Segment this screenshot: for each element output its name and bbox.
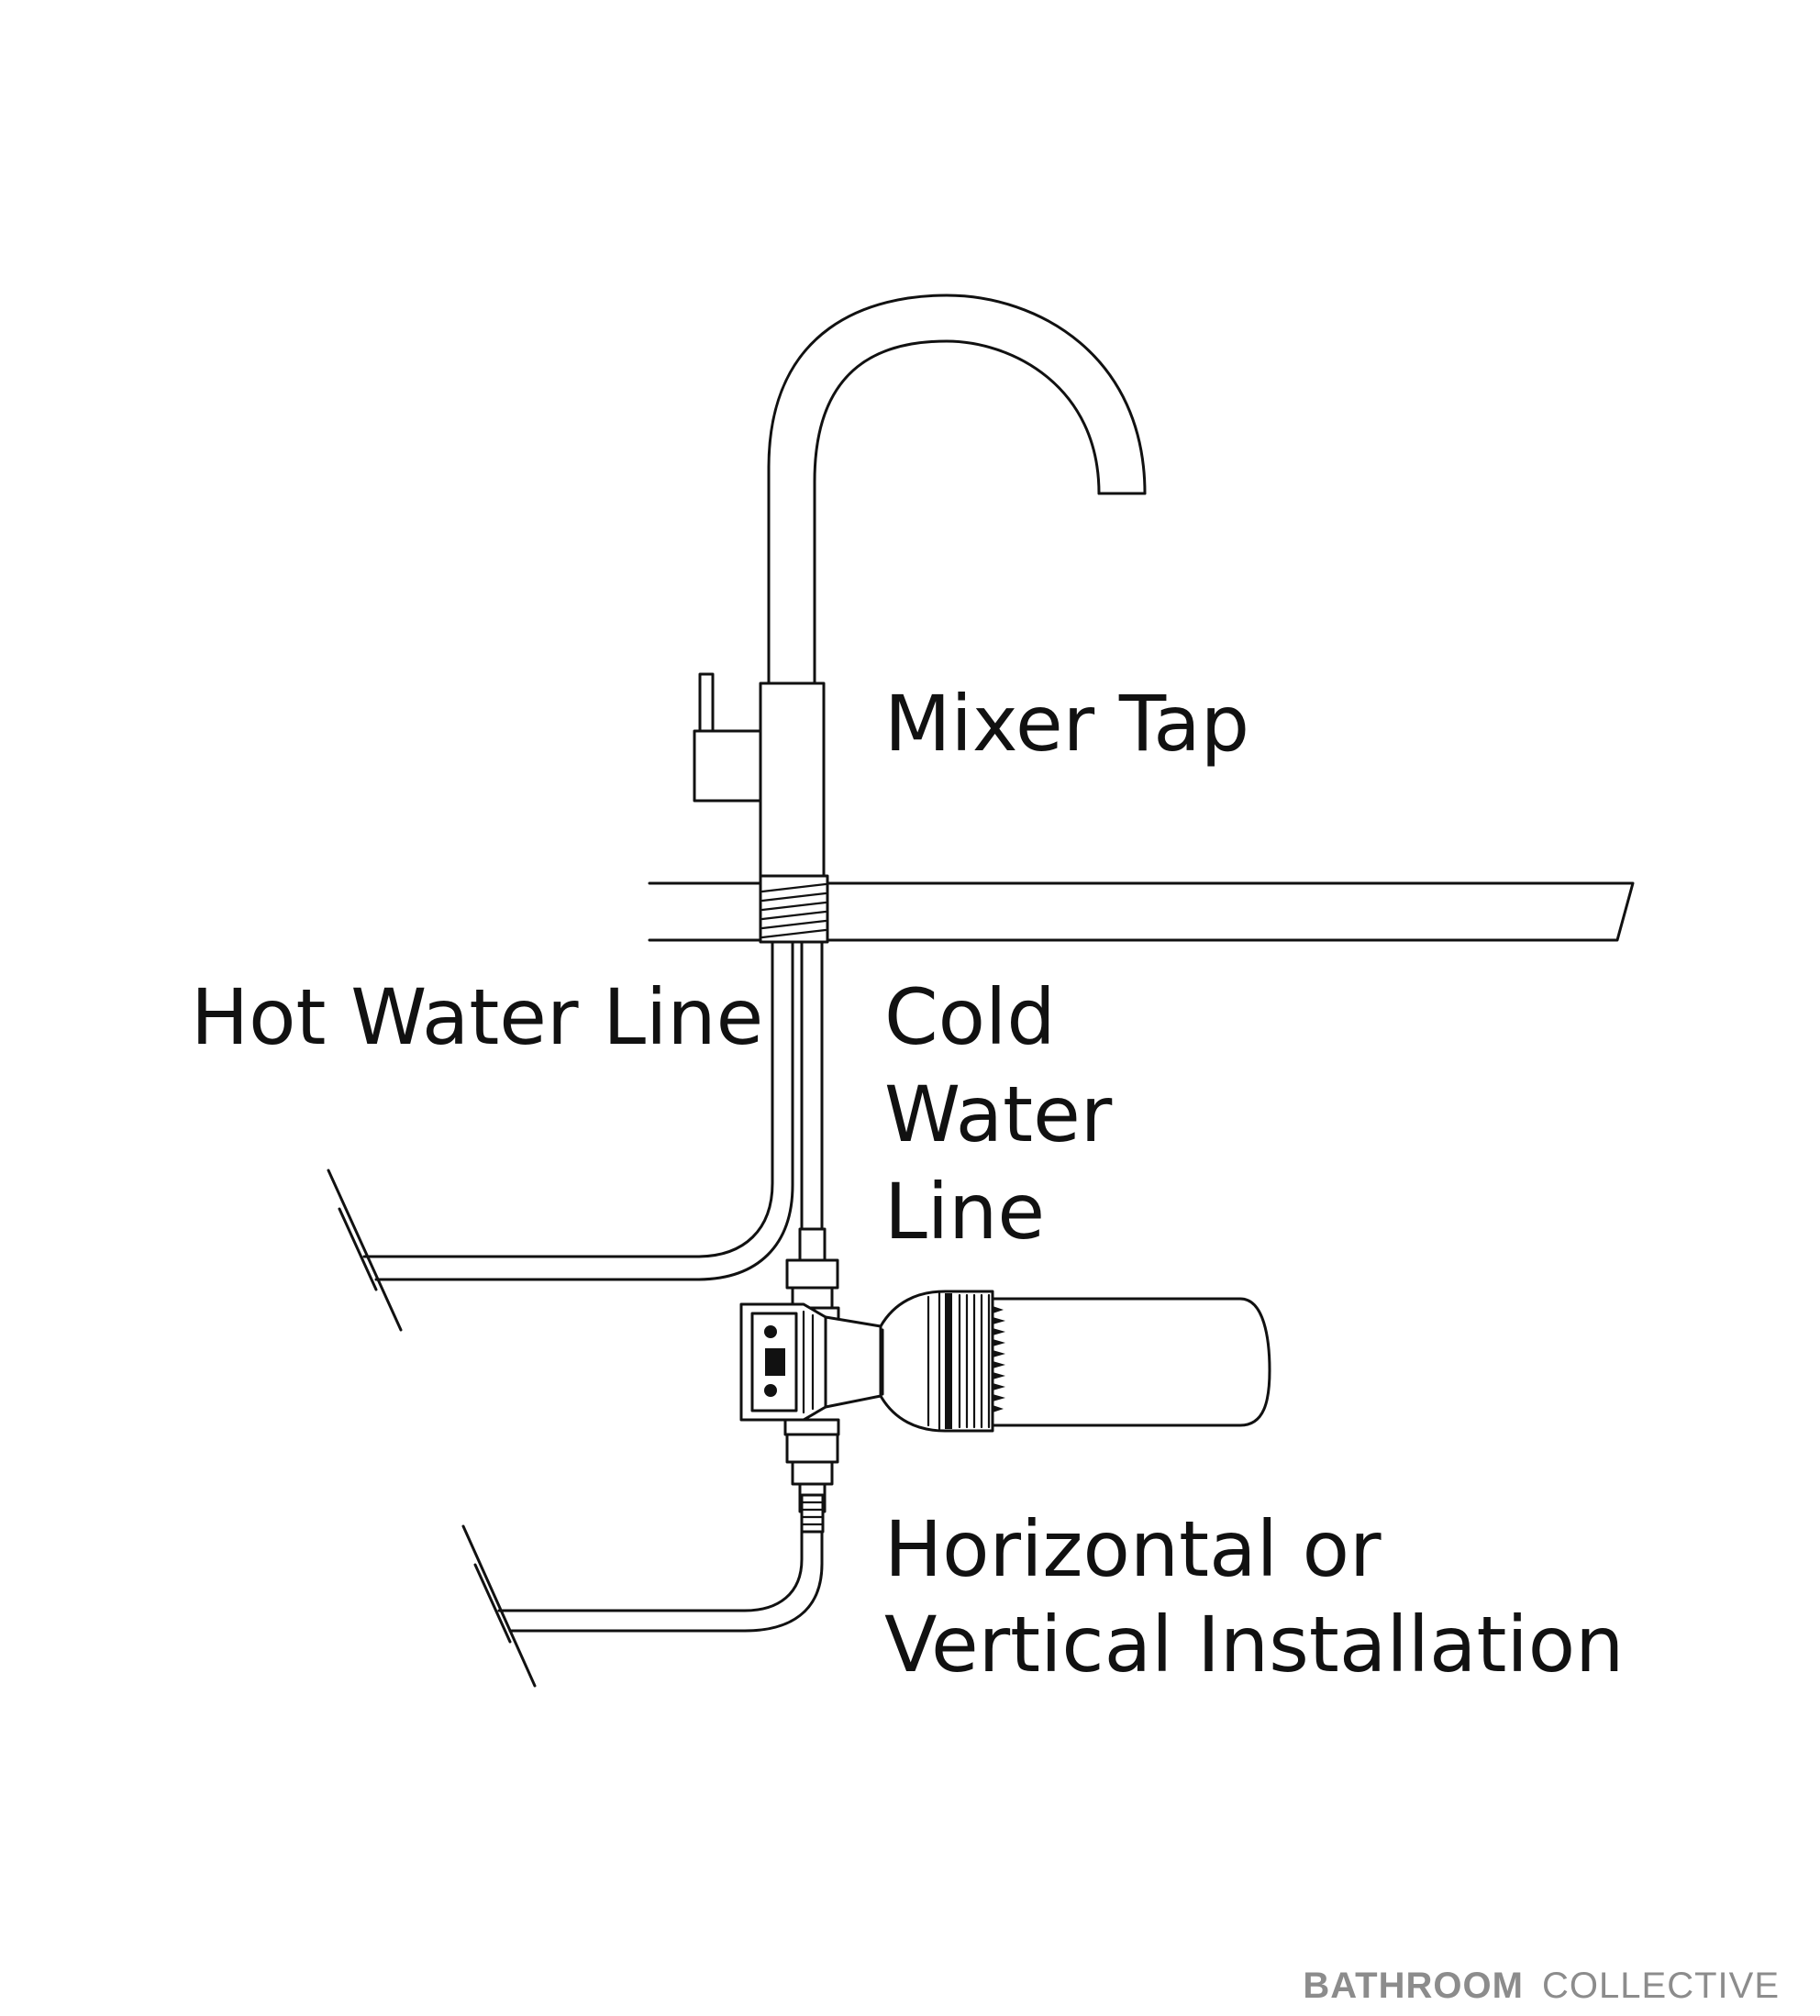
brand-bold: BATHROOM	[1303, 1966, 1524, 2006]
lower-collar	[783, 1418, 840, 1436]
brand-light: COLLECTIVE	[1542, 1966, 1780, 2006]
filter-grip-teeth	[993, 1306, 1005, 1412]
upper-nut	[785, 1258, 839, 1290]
label-hot-water-line: Hot Water Line	[191, 972, 763, 1062]
countertop	[648, 874, 1635, 944]
supply-break-mark-2	[473, 1563, 512, 1644]
label-installation: Horizontal or Vertical Installation	[884, 1504, 1624, 1689]
tap-body	[759, 681, 826, 878]
label-cold-line-2: Water	[884, 1069, 1113, 1159]
filter-cap	[879, 1290, 994, 1433]
label-cold-line-3: Line	[884, 1167, 1045, 1257]
mount-hole-top	[764, 1325, 777, 1338]
hot-break-mark-2	[338, 1207, 378, 1291]
countertop-outline	[648, 881, 1635, 942]
filter-cartridge	[991, 1297, 1271, 1427]
label-mixer-tap: Mixer Tap	[884, 679, 1249, 769]
tap-spout-inner	[813, 339, 1101, 685]
water-filter	[739, 1227, 1271, 1534]
label-cold-water-line: Cold Water Line	[884, 972, 1137, 1257]
supply-break-mark	[461, 1524, 537, 1688]
tap-spout	[767, 294, 1147, 685]
lower-nut	[785, 1433, 839, 1464]
lower-threads	[800, 1493, 825, 1534]
tap-lever-stem	[698, 672, 715, 733]
label-installation-line-2: Vertical Installation	[884, 1600, 1624, 1689]
filter-neck	[824, 1315, 882, 1409]
supply-pipe-inner	[508, 1530, 824, 1633]
hot-pipe-inner	[374, 940, 794, 1281]
label-cold-line-1: Cold	[884, 972, 1056, 1062]
cold-supply-line	[461, 1524, 824, 1688]
hot-pipe-outer	[362, 940, 774, 1258]
shank-threads	[760, 882, 827, 939]
mixer-tap	[693, 294, 1147, 878]
supply-pipe-outer	[497, 1530, 804, 1612]
tap-lever-block	[693, 729, 762, 803]
filter-cap-ribs	[927, 1291, 991, 1431]
upper-fitting	[798, 1227, 827, 1262]
cold-water-line	[800, 940, 824, 1231]
lower-fitting	[791, 1460, 834, 1486]
brand-logo: BATHROOM COLLECTIVE	[1303, 1966, 1780, 2006]
hot-water-line	[327, 940, 794, 1332]
hot-break-mark	[327, 1169, 403, 1332]
mount-slot	[765, 1348, 785, 1376]
label-installation-line-1: Horizontal or	[884, 1504, 1382, 1594]
mount-hole-bottom	[764, 1384, 777, 1397]
